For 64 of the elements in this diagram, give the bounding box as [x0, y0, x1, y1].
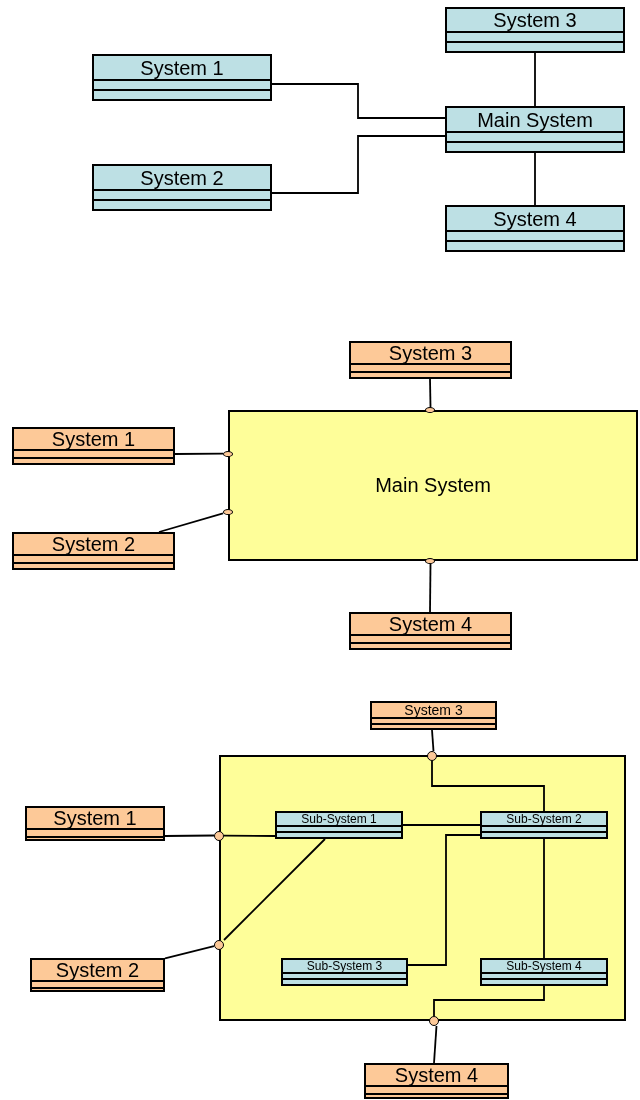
connector-line [433, 1025, 438, 1064]
connector-line [174, 452, 224, 455]
class-box [275, 811, 403, 839]
port-ellipse [425, 558, 435, 564]
class-box [445, 205, 625, 252]
container-box [228, 410, 638, 561]
connector-line [534, 52, 536, 107]
class-name: System 4 [388, 614, 473, 634]
class-box [281, 958, 408, 986]
connector-line [429, 563, 432, 613]
port-circle [429, 1016, 439, 1026]
connector-line [271, 135, 446, 194]
class-name: Main System [477, 109, 593, 130]
connector-line [271, 83, 446, 119]
class-name: System 1 [140, 57, 224, 78]
connector-line [223, 834, 276, 837]
port-ellipse [223, 509, 233, 515]
connector-line [543, 838, 545, 959]
container-label: Main System [375, 474, 491, 497]
class-name: System 4 [394, 1065, 479, 1085]
class-name: Sub-System 1 [301, 813, 377, 825]
class-box [364, 1063, 509, 1099]
class-box [480, 811, 608, 839]
connector-line [407, 834, 481, 966]
class-box [349, 341, 512, 379]
class-box [349, 612, 512, 650]
class-box [445, 7, 625, 53]
port-circle [214, 831, 224, 841]
connector-line [534, 152, 536, 206]
connector-line [158, 512, 224, 533]
class-box [30, 958, 165, 992]
port-circle [214, 940, 224, 950]
connector-line [164, 834, 215, 837]
class-box [480, 958, 608, 986]
container-box [219, 755, 626, 1021]
class-box [12, 427, 175, 465]
class-name: Sub-System 2 [506, 813, 582, 825]
class-name: System 1 [53, 808, 137, 828]
class-name: Sub-System 3 [306, 960, 383, 972]
port-circle [427, 751, 437, 761]
class-box [445, 106, 625, 153]
class-box [92, 54, 272, 101]
connector-line [223, 838, 326, 941]
class-box [92, 164, 272, 211]
port-ellipse [223, 451, 233, 457]
connector-line [429, 378, 432, 408]
class-name: Sub-System 4 [506, 960, 582, 972]
class-name: System 3 [493, 10, 577, 30]
class-name: System 4 [493, 208, 577, 229]
class-name: System 2 [55, 960, 140, 980]
connector-line [402, 824, 481, 826]
connector-line [431, 760, 545, 812]
class-name: System 2 [51, 534, 136, 554]
class-name: System 1 [51, 429, 136, 449]
connector-line [164, 945, 215, 960]
class-name: System 3 [388, 343, 473, 363]
class-name: System 2 [140, 167, 224, 188]
class-box [25, 806, 165, 841]
class-box [12, 532, 175, 570]
port-ellipse [425, 407, 435, 413]
class-box [370, 701, 497, 730]
connector-line [433, 985, 545, 1017]
connector-line [431, 729, 435, 752]
class-name: System 3 [404, 703, 463, 717]
